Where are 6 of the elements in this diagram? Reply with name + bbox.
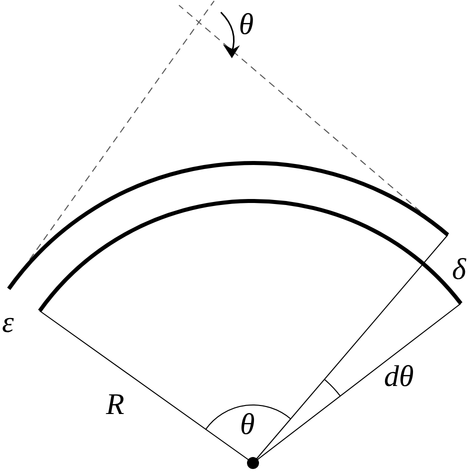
math-label: R (106, 390, 124, 420)
math-label: dθ (384, 362, 414, 392)
math-label: θ (238, 10, 254, 40)
math-label: ε (2, 308, 14, 338)
math-label: θ (240, 410, 255, 440)
math-label: δ (452, 255, 466, 285)
